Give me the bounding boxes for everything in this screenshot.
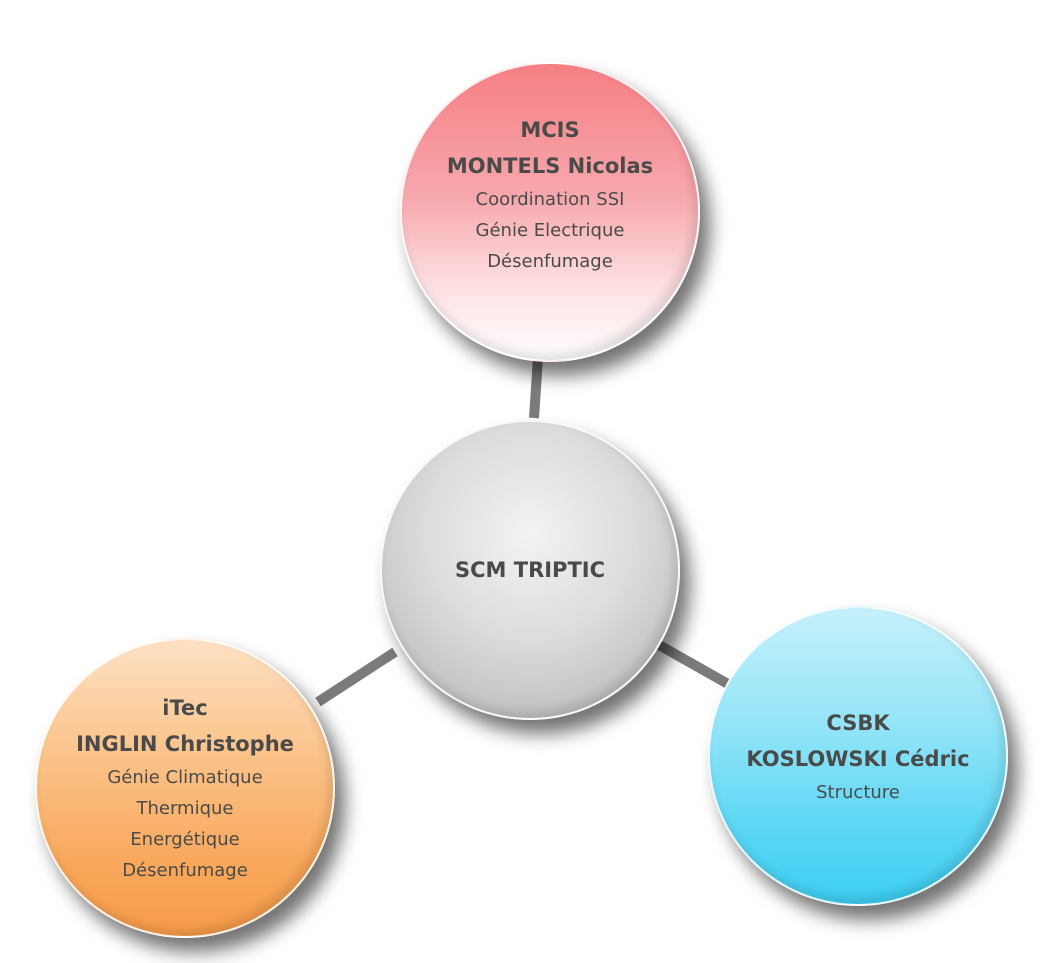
node-specialty: Energétique — [130, 829, 240, 850]
node-csbk: CSBK KOSLOWSKI Cédric Structure — [708, 606, 1008, 906]
connector-right — [649, 636, 731, 689]
node-company: iTec — [162, 696, 208, 720]
node-person: MONTELS Nicolas — [446, 153, 654, 178]
center-title: SCM TRIPTIC — [455, 558, 605, 582]
node-specialty: Désenfumage — [122, 860, 248, 881]
node-itec: iTec INGLIN Christophe Génie Climatique … — [35, 638, 335, 938]
node-specialty: Génie Electrique — [475, 219, 625, 241]
node-specialty: Thermique — [136, 798, 234, 819]
node-center-scm-triptic: SCM TRIPTIC — [380, 420, 680, 720]
node-person: KOSLOWSKI Cédric — [746, 746, 970, 771]
node-specialty: Désenfumage — [487, 250, 613, 272]
node-mcis: MCIS MONTELS Nicolas Coordination SSI Gé… — [400, 62, 700, 362]
node-company: MCIS — [520, 117, 580, 142]
node-specialty: Structure — [816, 781, 900, 803]
connector-left — [315, 647, 398, 707]
node-person: INGLIN Christophe — [76, 732, 294, 756]
node-company: CSBK — [826, 710, 890, 735]
node-specialty: Coordination SSI — [475, 188, 625, 210]
node-specialty: Génie Climatique — [107, 767, 263, 788]
